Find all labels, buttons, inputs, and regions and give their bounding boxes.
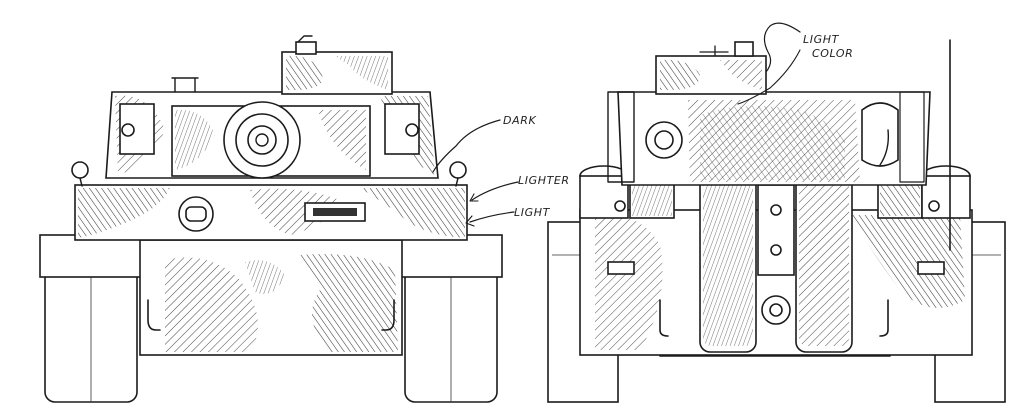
label-light-color-line2: COLOR — [812, 47, 853, 60]
label-light: LIGHT — [514, 206, 551, 219]
front-right-fender — [399, 234, 503, 278]
front-view — [39, 35, 503, 403]
rear-view — [547, 39, 1006, 403]
stowage-bin — [861, 102, 899, 167]
annotations: DARK LIGHTER LIGHT LIGHT COLOR — [432, 22, 853, 227]
hull-machine-gun-ball-mount — [178, 196, 214, 232]
label-light-color-line1: LIGHT — [803, 33, 840, 46]
label-dark: DARK — [503, 114, 536, 127]
label-lighter: LIGHTER — [518, 174, 570, 187]
front-left-fender — [39, 234, 143, 278]
